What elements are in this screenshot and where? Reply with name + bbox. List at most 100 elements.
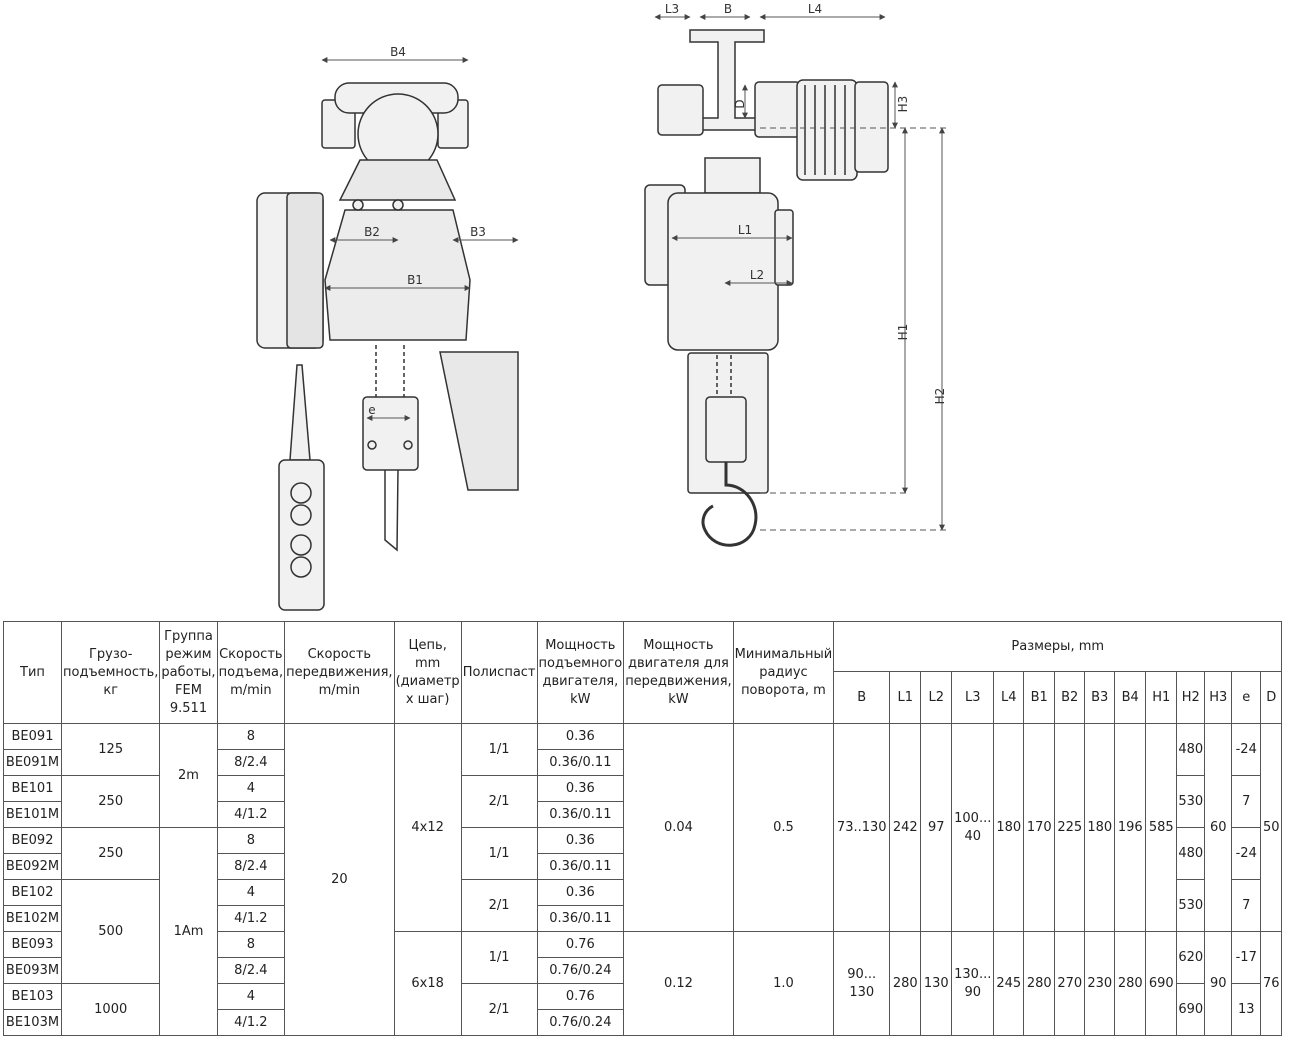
- dim-label-h3: H3: [896, 96, 910, 113]
- dim-l2-cell: 97: [920, 723, 953, 932]
- dim-label-b4: B4: [390, 45, 406, 59]
- travel-power-cell: 0.12: [623, 931, 734, 1036]
- dim-h1-cell: 690: [1145, 931, 1178, 1036]
- dim-l4-cell: 245: [993, 931, 1025, 1036]
- reeving-cell: 1/1: [460, 723, 538, 776]
- chain-cell: 4x12: [393, 723, 462, 932]
- type-cell: BE101: [3, 775, 62, 802]
- dim-h2-cell: 690: [1176, 983, 1206, 1036]
- table-row: BE102 500 4 2/1 0.36 530 7: [3, 879, 1282, 984]
- table-row: BE103 1000 4 2/1 0.76 690 13: [3, 983, 1282, 1036]
- lift-speed-cell: 4: [216, 879, 286, 906]
- dim-label-l4: L4: [808, 2, 822, 16]
- dim-l1-cell: 242: [889, 723, 922, 932]
- dim-label-h2: H2: [933, 388, 947, 405]
- dim-b1-cell: 170: [1023, 723, 1056, 932]
- lift-power-cell: 0.76/0.24: [536, 957, 625, 984]
- lift-speed-cell: 8: [216, 827, 286, 854]
- header-dim-h1: H1: [1145, 671, 1178, 724]
- type-cell: BE102: [3, 879, 62, 906]
- lift-power-cell: 0.36/0.11: [536, 905, 625, 932]
- capacity-cell: 500: [60, 879, 161, 984]
- dim-label-b1: B1: [407, 273, 423, 287]
- header-type: Тип: [3, 621, 62, 724]
- header-dim-d: D: [1260, 671, 1283, 724]
- dim-label-b2: B2: [364, 225, 380, 239]
- dim-label-h1: H1: [896, 324, 910, 341]
- type-cell: BE092: [3, 827, 62, 854]
- header-dim-l1: L1: [889, 671, 922, 724]
- group-cell: 1Am: [159, 827, 218, 1036]
- dim-label-b3: B3: [470, 225, 486, 239]
- dim-label-b: B: [724, 2, 732, 16]
- reeving-cell: 2/1: [460, 983, 538, 1036]
- dim-d-cell: 76: [1260, 931, 1283, 1036]
- lift-speed-cell: 8/2.4: [216, 957, 286, 984]
- table-row: BE092M 8/2.4 0.36/0.11: [3, 853, 1282, 880]
- dim-h2-cell: 480: [1176, 723, 1206, 776]
- capacity-cell: 250: [60, 775, 161, 828]
- specification-table: Тип Грузо- подъемность, кг Группа режим …: [3, 621, 1283, 1036]
- header-travel-speed: Скорость передвижения, m/min: [284, 621, 395, 724]
- type-cell: BE102M: [3, 905, 62, 932]
- dim-l4-cell: 180: [993, 723, 1025, 932]
- lift-power-cell: 0.76/0.24: [536, 1009, 625, 1036]
- table-row: BE103M 4/1.2 0.76/0.24: [3, 1009, 1282, 1036]
- capacity-cell: 125: [60, 723, 161, 776]
- dim-e-cell: -24: [1231, 827, 1262, 880]
- header-dim-b: B: [833, 671, 891, 724]
- header-capacity: Грузо- подъемность, кг: [60, 621, 161, 724]
- type-cell: BE093: [3, 931, 62, 958]
- lift-power-cell: 0.36/0.11: [536, 801, 625, 828]
- lift-power-cell: 0.36: [536, 827, 625, 854]
- lift-speed-cell: 4/1.2: [216, 1009, 286, 1036]
- header-dim-l2: L2: [920, 671, 953, 724]
- header-dim-h2: H2: [1176, 671, 1206, 724]
- lift-power-cell: 0.76: [536, 931, 625, 958]
- group-cell: 2m: [159, 723, 218, 828]
- header-dim-b3: B3: [1084, 671, 1116, 724]
- dim-l2-cell: 130: [920, 931, 953, 1036]
- header-dimensions: Размеры, mm: [833, 621, 1283, 672]
- dim-d-cell: 50: [1260, 723, 1283, 932]
- dim-b4-cell: 196: [1114, 723, 1147, 932]
- lift-power-cell: 0.36: [536, 879, 625, 906]
- travel-power-cell: 0.04: [623, 723, 734, 932]
- dim-b2-cell: 225: [1054, 723, 1086, 932]
- lift-speed-cell: 8/2.4: [216, 749, 286, 776]
- type-cell: BE092M: [3, 853, 62, 880]
- header-dim-e: e: [1231, 671, 1262, 724]
- dim-b1-cell: 280: [1023, 931, 1056, 1036]
- dim-label-l2: L2: [750, 268, 764, 282]
- lift-speed-cell: 4: [216, 983, 286, 1010]
- lift-power-cell: 0.76: [536, 983, 625, 1010]
- type-cell: BE103: [3, 983, 62, 1010]
- type-cell: BE093M: [3, 957, 62, 984]
- dim-label-d: D: [733, 99, 747, 108]
- dim-h2-cell: 530: [1176, 879, 1206, 932]
- lift-power-cell: 0.36: [536, 723, 625, 750]
- radius-cell: 1.0: [732, 931, 835, 1036]
- header-dim-l3: L3: [951, 671, 995, 724]
- reeving-cell: 2/1: [460, 775, 538, 828]
- type-cell: BE103M: [3, 1009, 62, 1036]
- dim-h3-cell: 60: [1204, 723, 1233, 932]
- front-view: [256, 82, 519, 611]
- dim-label-e: e: [368, 403, 375, 417]
- dim-h2-cell: 530: [1176, 775, 1206, 828]
- dim-b-cell: 90... 130: [833, 931, 891, 1036]
- capacity-cell: 1000: [60, 983, 161, 1036]
- table-row: BE101 250 4 2/1 0.36 530 7: [3, 775, 1282, 828]
- dim-h2-cell: 480: [1176, 827, 1206, 880]
- header-group: Группа режим работы, FEM 9.511: [159, 621, 218, 724]
- lift-power-cell: 0.36/0.11: [536, 853, 625, 880]
- dim-b4-cell: 280: [1114, 931, 1147, 1036]
- lift-power-cell: 0.36/0.11: [536, 749, 625, 776]
- dim-b2-cell: 270: [1054, 931, 1086, 1036]
- table-row: BE091M 8/2.4 0.36/0.11: [3, 749, 1282, 776]
- dim-e-cell: -24: [1231, 723, 1262, 776]
- lift-speed-cell: 8/2.4: [216, 853, 286, 880]
- hoist-technical-drawing: B4 B2 B3 B1 e L3 B L4 D H3 L1 L2 H1 H2: [256, 2, 948, 611]
- header-dim-h3: H3: [1204, 671, 1233, 724]
- lift-power-cell: 0.36: [536, 775, 625, 802]
